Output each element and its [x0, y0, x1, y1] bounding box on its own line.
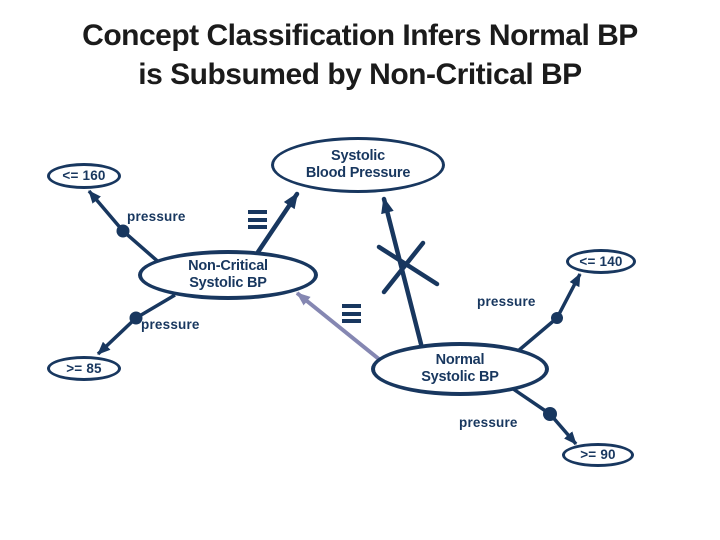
- value-label: <= 160: [62, 168, 106, 183]
- equivalence-bar: [342, 319, 361, 323]
- value-label: <= 140: [579, 253, 623, 269]
- cross-out-slash-2: [381, 240, 426, 295]
- edge-noncritical-isa-sbp: [255, 191, 300, 255]
- cross-out-slash-1: [376, 244, 440, 287]
- pressure-node-dot-4: [543, 407, 557, 421]
- concept-normal-systolic-bp: Normal Systolic BP: [371, 342, 549, 396]
- equivalence-bar: [248, 217, 267, 222]
- concept-label: Systolic: [330, 148, 385, 164]
- concept-label: Blood Pressure: [305, 165, 411, 181]
- role-label-pressure-3: pressure: [477, 294, 536, 309]
- concept-label: Systolic BP: [189, 275, 267, 291]
- pressure-node-dot-1: [116, 224, 130, 238]
- concept-label: Systolic BP: [421, 369, 499, 385]
- equivalence-bar: [248, 210, 267, 214]
- concept-non-critical-systolic-bp: Non-Critical Systolic BP: [138, 250, 318, 300]
- edge-normal-inferred-isa-noncritical: [295, 291, 392, 370]
- pressure-node-dot-2: [129, 311, 143, 325]
- concept-label: Non-Critical: [188, 258, 268, 274]
- value-ge-90: >= 90: [562, 443, 634, 467]
- slide-title-line1: Concept Classification Infers Normal BP: [82, 19, 638, 52]
- concept-systolic-blood-pressure: Systolic Blood Pressure: [271, 137, 445, 193]
- role-label-pressure-2: pressure: [141, 317, 200, 332]
- value-le-140: <= 140: [566, 249, 636, 274]
- equivalence-icon: [248, 210, 267, 233]
- role-label-pressure-4: pressure: [459, 415, 518, 430]
- equivalence-icon: [342, 304, 361, 327]
- value-le-160: <= 160: [47, 163, 121, 189]
- role-label-pressure-1: pressure: [127, 209, 186, 224]
- equivalence-bar: [248, 225, 267, 229]
- value-label: >= 90: [580, 447, 616, 462]
- equivalence-bar: [342, 304, 361, 308]
- slide-title-line2: is Subsumed by Non-Critical BP: [138, 58, 582, 91]
- slide-title: Concept Classification Infers Normal BP …: [0, 16, 720, 94]
- concept-label: Normal: [435, 352, 485, 368]
- equivalence-bar: [342, 311, 361, 316]
- value-ge-85: >= 85: [47, 356, 121, 381]
- pressure-node-dot-3: [551, 312, 563, 324]
- value-label: >= 85: [66, 360, 102, 376]
